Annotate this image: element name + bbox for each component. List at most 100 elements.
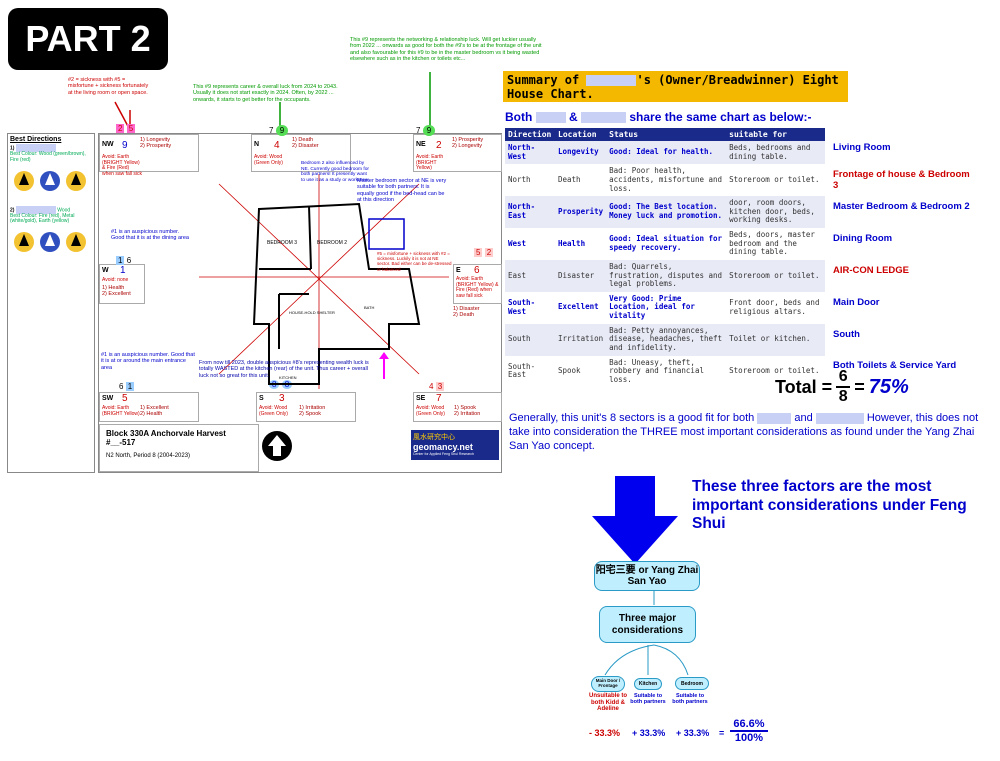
loc-cell: Longevity [555,141,607,165]
suit-cell: Front door, beds and religious altars. [726,291,825,324]
sw-num: 5 [122,393,128,404]
loc-cell: Death [555,164,607,197]
tree-root: 阳宅三要 or Yang Zhai San Yao [594,561,700,591]
n-star-circle: 9 [275,125,289,136]
leaf3-value: + 33.3% [676,728,710,738]
ac-ledge-note: #5 = misfortune + sickness with #2 = sic… [377,251,452,272]
status-cell: Very Good: Prime Location, ideal for vit… [606,291,727,324]
master-note: Master bedroom sector at NE is very suit… [357,178,447,203]
compass-icons-1 [14,170,86,191]
networking-note: This #9 represents the networking & rela… [350,37,542,62]
tree-eq: = [719,728,725,738]
kitchen-arrow [379,352,389,379]
generally-a: Generally, this unit's 8 sectors is a go… [509,412,755,424]
w-luck-2: 2) Excellent [102,291,131,297]
w-star-circle: 1 [116,256,125,265]
ne-label: NE [416,141,426,148]
sw-star-circle: 1 [125,382,135,391]
plan-household: HOUSE-HOLD SHELTER [289,310,335,315]
best-directions-panel: Best Directions 1) Best Colour: Wood (gr… [7,133,95,473]
tree-leaf-bedroom: Bedroom [675,677,709,690]
suit-cell: Beds, doors, master bedroom and the dini… [726,228,825,260]
nw-num: 9 [122,140,128,151]
e-star-2: 2 [484,248,494,257]
best-directions-heading: Best Directions [10,136,62,143]
ne-num: 2 [436,140,442,151]
walls [252,202,421,385]
plan-kitchen: KITCHEN [279,375,297,380]
suit-cell: Beds, bedrooms and dining table. [726,141,825,165]
tree-connectors [604,590,689,676]
n-num: 4 [274,140,280,151]
status-cell: Good: Ideal situation for speedy recover… [606,228,727,260]
loc-cell: Irritation [555,323,607,356]
sector-s: S 3 Avoid: Wood (Green Only) 1) Irritati… [256,392,356,422]
plan-bath: BATH [364,305,374,310]
e-star-1: 5 [474,248,483,257]
redacted-name [815,412,864,424]
sector-ne: NE 2 Avoid: Earth (BRIGHT Yellow) 1) Pro… [413,134,502,172]
e-stars: 5 2 [474,248,494,257]
th-location: Location [555,128,607,141]
loc-cell: Health [555,228,607,260]
total-den: 8 [838,388,848,405]
sw-luck-1: 1) Excellent [140,405,169,411]
room-label: Dining Room [833,232,893,244]
sector-e: E 6 Avoid: Earth (BRIGHT Yellow) & Fire … [453,264,502,304]
down-arrow-icon [592,476,678,564]
entrance-note: #1 is an auspicious number. Good that it… [101,352,195,371]
room-label: AIR-CON LEDGE [833,264,909,276]
nw-star-2: 5 [126,124,136,133]
w-stars: 1 6 [116,256,131,265]
sw-label: SW [102,395,114,402]
summary-title-post: 's (Owner/Breadwinner) Eight House Chart… [507,73,839,102]
redacted-name [15,144,56,152]
e-luck-1: 1) Disaster [453,306,480,312]
direction-2-num: 2) [10,206,15,213]
n-label: N [254,141,260,148]
suit-cell: Storeroom or toilet. [726,355,825,388]
summary-header-row: Direction Location Status suitable for [505,128,825,141]
room-label: Master Bedroom & Bedroom 2 [833,201,970,213]
total-eq: = [854,376,865,397]
e-label: E [456,267,461,274]
sw-avoid: Avoid: Earth (BRIGHT Yellow) [102,405,140,417]
e-num: 6 [474,265,480,276]
tree-leaf-kitchen: Kitchen [634,678,662,690]
status-cell: Bad: Quarrels, frustration, disputes and… [606,259,727,292]
nw-avoid: Avoid: Earth (BRIGHT Yellow) & Fire (Red… [102,154,143,177]
redacted-name [581,112,627,124]
logo-cn: 風水研究中心 [413,434,455,441]
se-luck-2: 2) Irritation [454,411,481,417]
dir-cell: North [505,164,555,197]
sw-stars: 6 1 [119,382,135,391]
dir-cell: East [505,259,555,292]
e-luck-2: 2) Death [453,312,475,318]
w-star-right: 6 [126,256,132,265]
double8-note: From now till 2023, double auspicious #8… [199,360,369,379]
ne-star-circle: 9 [422,125,436,136]
direction-1: 1) Best Colour: Wood (green/brown), Fire… [8,143,94,165]
ne-avoid: Avoid: Earth (BRIGHT Yellow) [416,154,444,171]
nw-star-1: 2 [116,124,125,133]
ne-luck-1: 1) Prosperity [452,137,484,143]
s-num: 3 [279,393,285,404]
leaf3-note: Suitable to both partners [672,693,708,706]
n-luck-2: 2) Disaster [292,143,319,149]
geomancy-logo: 風水研究中心 geomancy.net Center for Applied F… [411,430,499,460]
unit-number: #__-517 [106,438,136,447]
